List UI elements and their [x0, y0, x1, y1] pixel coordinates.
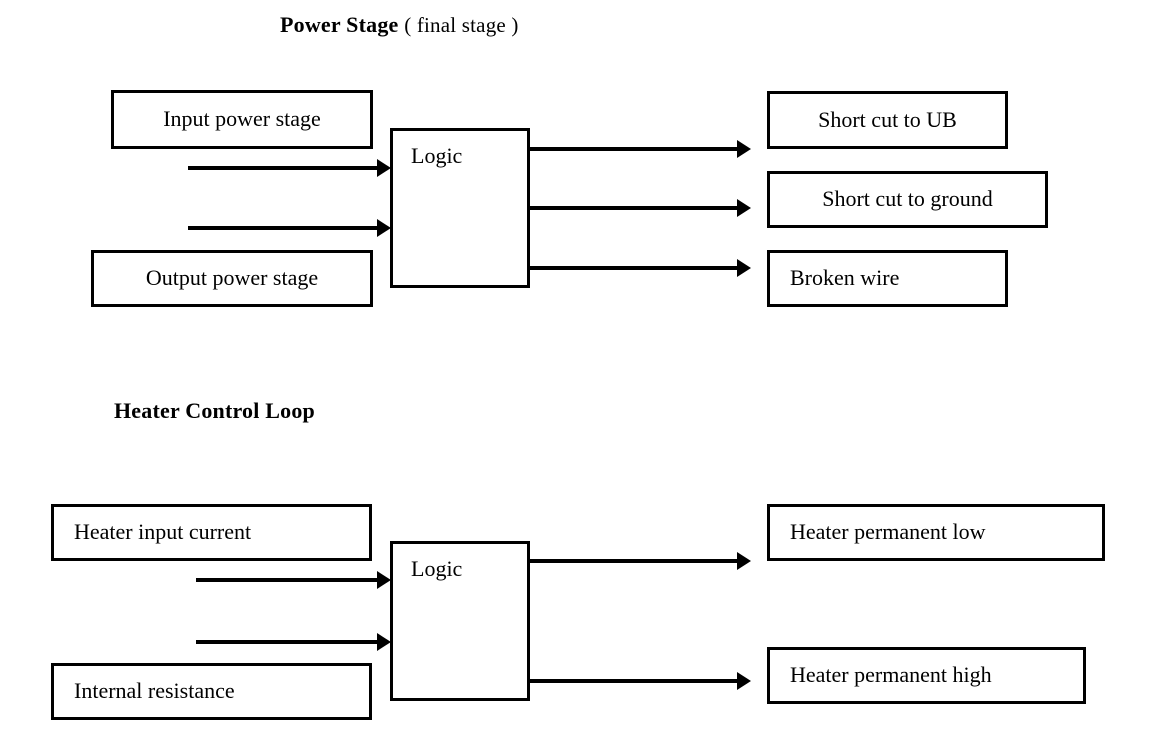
arrow-input-2-to-logic	[188, 219, 391, 237]
node-internal-resistance[interactable]: Internal resistance	[51, 663, 372, 720]
node-heater-permanent-high[interactable]: Heater permanent high	[767, 647, 1086, 704]
logic-box-heater-control[interactable]: Logic	[390, 541, 530, 701]
arrow-logic-to-short-cut-ground	[530, 199, 751, 217]
node-label: Heater permanent low	[790, 519, 986, 545]
arrow-logic-to-short-cut-ub	[530, 140, 751, 158]
node-heater-permanent-low[interactable]: Heater permanent low	[767, 504, 1105, 561]
node-label: Internal resistance	[74, 678, 235, 704]
node-label: Broken wire	[790, 265, 900, 291]
power-stage-title-bold: Power Stage	[280, 12, 399, 37]
node-label: Short cut to UB	[818, 106, 957, 132]
node-label: Input power stage	[163, 106, 321, 132]
node-label: Output power stage	[145, 265, 319, 291]
arrow-heater-input-2-to-logic	[196, 633, 391, 651]
heater-control-loop-title-bold: Heater Control Loop	[114, 398, 315, 423]
node-input-power-stage[interactable]: Input power stage	[111, 90, 373, 149]
arrow-logic-to-heater-permanent-high	[530, 672, 751, 690]
node-label: Short cut to ground	[822, 186, 993, 212]
arrow-input-1-to-logic	[188, 159, 391, 177]
arrow-logic-to-broken-wire	[530, 259, 751, 277]
node-short-cut-to-ground[interactable]: Short cut to ground	[767, 171, 1048, 228]
power-stage-title: Power Stage ( final stage )	[280, 12, 519, 38]
node-output-power-stage[interactable]: Output power stage	[91, 250, 373, 307]
arrow-logic-to-heater-permanent-low	[530, 552, 751, 570]
logic-box-label: Logic	[411, 143, 463, 168]
arrow-heater-input-1-to-logic	[196, 571, 391, 589]
logic-box-power-stage[interactable]: Logic	[390, 128, 530, 288]
power-stage-title-suffix: ( final stage )	[404, 13, 519, 37]
heater-control-loop-title: Heater Control Loop	[114, 398, 315, 424]
node-heater-input-current[interactable]: Heater input current	[51, 504, 372, 561]
node-label: Heater input current	[74, 519, 252, 545]
node-broken-wire[interactable]: Broken wire	[767, 250, 1008, 307]
logic-box-label: Logic	[411, 556, 463, 581]
node-short-cut-to-ub[interactable]: Short cut to UB	[767, 91, 1008, 149]
node-label: Heater permanent high	[790, 662, 992, 688]
